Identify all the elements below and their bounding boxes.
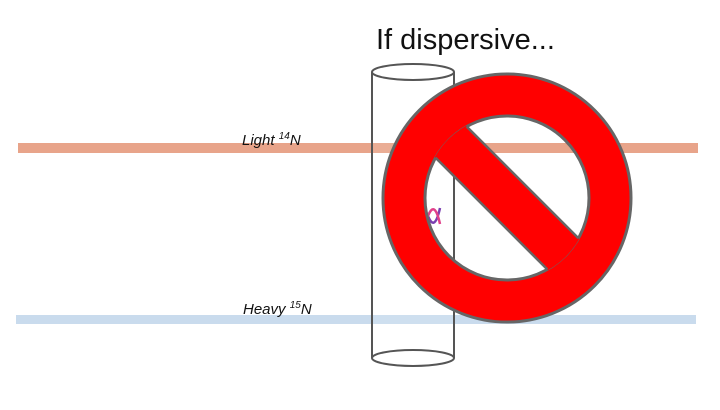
heavy-band-label: Heavy 15N	[243, 300, 312, 318]
light-label-text: Light	[242, 132, 275, 149]
no-sign-bar-edge	[434, 156, 549, 271]
no-sign-bar	[399, 90, 615, 306]
light-isotope-mass: 14	[278, 131, 290, 142]
no-sign-ring	[381, 72, 633, 324]
light-band-label: Light 14N	[242, 131, 301, 149]
heavy-element: N	[300, 301, 312, 318]
light-element: N	[289, 132, 301, 149]
no-sign-icon	[381, 72, 633, 324]
no-sign-bar-edge	[465, 125, 580, 240]
heavy-band	[16, 315, 696, 324]
slide-title: If dispersive...	[376, 24, 555, 56]
heavy-isotope-mass: 15	[289, 300, 301, 311]
light-band	[18, 143, 698, 153]
heavy-label-text: Heavy	[243, 301, 286, 318]
